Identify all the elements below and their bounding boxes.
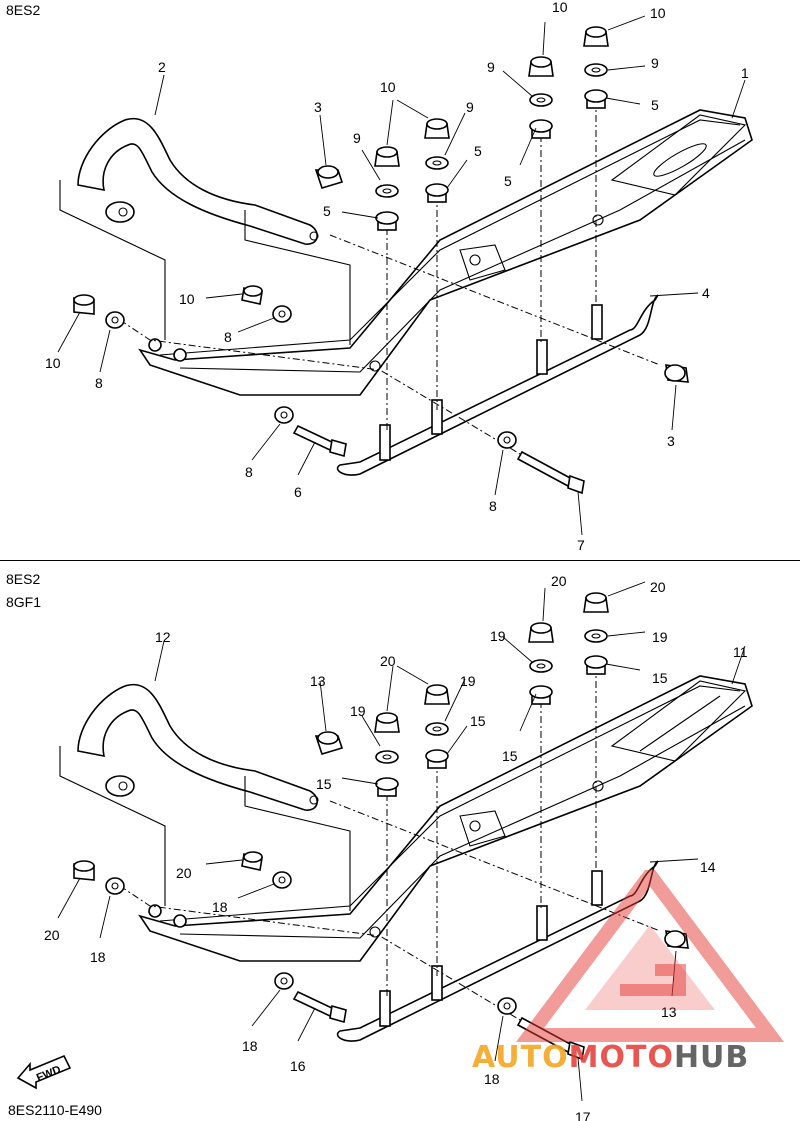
callout-19: 19 — [652, 629, 668, 645]
callout-labels: 11 12 13 13 14 15 15 15 15 16 17 18 18 1… — [44, 573, 748, 1121]
callout-17: 17 — [575, 1109, 591, 1121]
callout-20: 20 — [44, 927, 60, 943]
callout-6: 6 — [294, 484, 302, 500]
ski-assembly-diagram-top: 1 2 3 3 4 5 5 5 5 6 7 8 8 8 8 9 9 9 9 10… — [45, 0, 753, 553]
callout-20: 20 — [380, 653, 396, 669]
callout-20: 20 — [650, 579, 666, 595]
watermark-moto: MOTO — [568, 1040, 674, 1075]
callout-9: 9 — [353, 130, 361, 146]
callout-5: 5 — [651, 97, 659, 113]
callout-10: 10 — [650, 5, 666, 21]
bottom-panel: 8ES2 8GF1 — [0, 561, 800, 1121]
callout-9: 9 — [487, 59, 495, 75]
callout-19: 19 — [350, 703, 366, 719]
callout-1: 1 — [741, 65, 749, 81]
callout-10: 10 — [380, 79, 396, 95]
callout-15: 15 — [652, 670, 668, 686]
callout-15: 15 — [316, 776, 332, 792]
callout-20: 20 — [176, 865, 192, 881]
callout-18: 18 — [212, 899, 228, 915]
callout-5: 5 — [474, 143, 482, 159]
fasteners — [73, 592, 689, 1061]
callout-5: 5 — [504, 173, 512, 189]
callout-4: 4 — [702, 285, 710, 301]
ski-handle — [59, 683, 351, 911]
callout-9: 9 — [466, 99, 474, 115]
callout-19: 19 — [490, 628, 506, 644]
callout-3: 3 — [667, 433, 675, 449]
callout-8: 8 — [95, 375, 103, 391]
alignment-lines — [119, 100, 661, 491]
callout-8: 8 — [245, 464, 253, 480]
callout-15: 15 — [502, 748, 518, 764]
watermark-logo — [516, 870, 784, 1042]
alignment-lines — [119, 666, 661, 1057]
callout-10: 10 — [45, 355, 61, 371]
forward-arrow-icon: FWD — [16, 1054, 72, 1090]
ski-assembly-diagram-bottom: 11 12 13 13 14 15 15 15 15 16 17 18 18 1… — [44, 573, 753, 1121]
callout-15: 15 — [470, 713, 486, 729]
ski-body — [138, 675, 753, 962]
ski-body — [138, 109, 753, 396]
top-panel: 8ES2 — [0, 0, 800, 560]
callout-11: 11 — [733, 644, 748, 660]
model-code: 8ES2 — [6, 2, 41, 18]
callout-18: 18 — [90, 949, 106, 965]
watermark-auto: AUTO — [472, 1040, 569, 1075]
callout-14: 14 — [700, 859, 716, 875]
callout-10: 10 — [552, 0, 568, 15]
callout-13: 13 — [310, 673, 326, 689]
callout-labels: 1 2 3 3 4 5 5 5 5 6 7 8 8 8 8 9 9 9 9 10… — [45, 0, 749, 553]
callout-19: 19 — [460, 673, 476, 689]
callout-18: 18 — [484, 1071, 500, 1087]
callout-18: 18 — [242, 1038, 258, 1054]
callout-2: 2 — [158, 59, 166, 75]
callout-9: 9 — [651, 55, 659, 71]
watermark-text: AUTOMOTOHUB — [472, 1040, 749, 1075]
panel-divider — [0, 560, 800, 561]
callout-20: 20 — [551, 573, 567, 589]
callout-12: 12 — [155, 629, 171, 645]
callout-8: 8 — [489, 498, 497, 514]
fasteners — [73, 26, 689, 495]
callout-10: 10 — [179, 291, 195, 307]
ski-handle — [59, 117, 351, 345]
leader-lines — [57, 15, 746, 536]
callout-16: 16 — [290, 1058, 306, 1074]
diagram-reference-code: 8ES2110-E490 — [8, 1102, 102, 1118]
callout-3: 3 — [314, 99, 322, 115]
watermark-hub: HUB — [673, 1040, 750, 1075]
model-code: 8ES2 — [6, 571, 41, 587]
callout-8: 8 — [224, 329, 232, 345]
callout-7: 7 — [577, 537, 585, 553]
model-code: 8GF1 — [6, 594, 42, 610]
ski-runner — [336, 294, 659, 476]
callout-13: 13 — [661, 1004, 677, 1020]
callout-5: 5 — [323, 203, 331, 219]
